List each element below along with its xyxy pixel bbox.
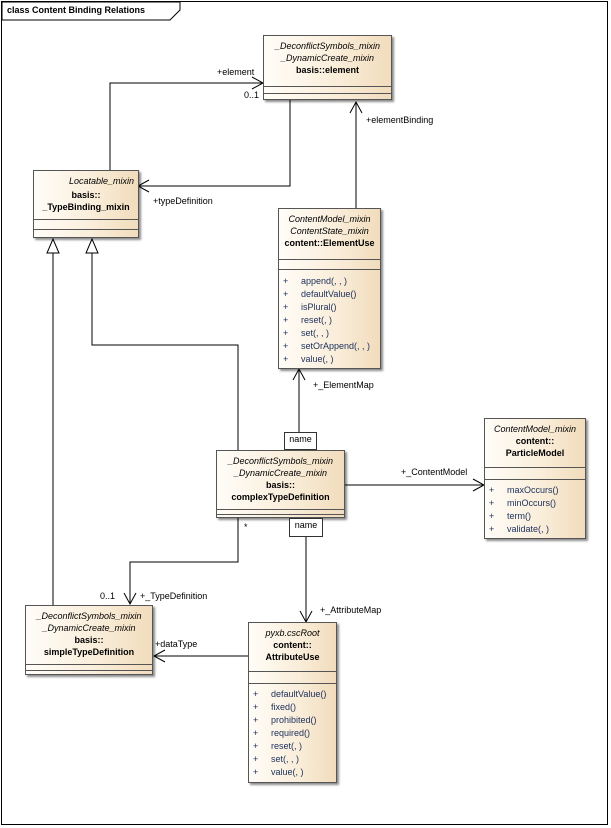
- operations-list: +append(, , ) +defaultValue() +isPlural(…: [279, 275, 380, 366]
- stereotype: _DeconflictSymbols_mixin: [36, 611, 142, 621]
- operations-list: +defaultValue() +fixed() +prohibited() +…: [249, 688, 336, 779]
- stereotype: _DynamicCreate_mixin: [42, 623, 136, 633]
- operation: +prohibited(): [253, 715, 317, 725]
- operation: +fixed(): [253, 702, 297, 712]
- operations-compartment: [249, 683, 336, 684]
- multiplicity-typedef: 0..1: [100, 591, 116, 601]
- class-name: ParticleModel: [505, 448, 565, 458]
- stereotype: ContentModel_mixin: [493, 424, 577, 434]
- attributes-compartment: [26, 664, 152, 665]
- class-element[interactable]: _DeconflictSymbols_mixin _DynamicCreate_…: [263, 35, 392, 100]
- arrowhead-elementbinding: [349, 100, 363, 114]
- multiplicity-element: 0..1: [244, 90, 260, 100]
- operation: +defaultValue(): [283, 289, 357, 299]
- operations-compartment: [34, 229, 138, 230]
- qualifier-attributemap: name: [289, 518, 323, 537]
- multiplicity-star: *: [244, 522, 248, 532]
- class-particlemodel[interactable]: ContentModel_mixin content:: ParticleMod…: [484, 418, 586, 539]
- class-name: content::ElementUse: [284, 238, 375, 248]
- frame-title: class Content Binding Relations: [7, 5, 146, 15]
- class-simpletypedefinition[interactable]: _DeconflictSymbols_mixin _DynamicCreate_…: [25, 605, 153, 675]
- qualifier-elementmap: name: [284, 432, 317, 450]
- class-name: content::: [515, 436, 555, 446]
- operation: +reset(, ): [253, 741, 303, 751]
- class-elementuse[interactable]: ContentModel_mixin ContentState_mixin co…: [278, 208, 381, 369]
- class-name: basis::element: [295, 65, 360, 75]
- operation: +required(): [253, 728, 311, 738]
- class-typebinding-mixin[interactable]: Locatable_mixin basis:: _TypeBinding_mix…: [33, 170, 139, 238]
- class-name: AttributeUse: [265, 652, 320, 662]
- class-complextypedefinition[interactable]: _DeconflictSymbols_mixin _DynamicCreate_…: [216, 450, 345, 518]
- stereotype: ContentModel_mixin: [288, 214, 371, 224]
- class-name: content::: [273, 640, 312, 650]
- class-name: simpleTypeDefinition: [43, 647, 135, 657]
- attributes-compartment: [264, 86, 391, 87]
- stereotype: pyxb.cscRoot: [265, 628, 320, 638]
- class-attributeuse[interactable]: pyxb.cscRoot content:: AttributeUse +def…: [248, 622, 337, 783]
- generalization-complextype: [91, 253, 239, 450]
- operation: +set(, , ): [253, 754, 300, 764]
- operation: +term(): [489, 511, 531, 521]
- operation: +value(, ): [253, 767, 304, 777]
- attributes-compartment: [485, 467, 585, 468]
- arrowhead-typedef: [123, 592, 137, 606]
- stereotype: _DeconflictSymbols_mixin: [227, 456, 334, 466]
- role-label-elementbinding: +elementBinding: [366, 115, 434, 125]
- stereotype: ContentState_mixin: [290, 226, 369, 236]
- assoc-element: [109, 82, 262, 170]
- assoc-typedef: [129, 518, 239, 604]
- operation: +isPlural(): [283, 302, 337, 312]
- operation: +reset(, ): [283, 315, 333, 325]
- operations-list: +maxOccurs() +minOccurs() +term() +valid…: [485, 484, 585, 536]
- attributes-compartment: [249, 671, 336, 672]
- class-name: complexTypeDefinition: [231, 492, 330, 502]
- role-label-datatype: +dataType: [155, 639, 198, 649]
- class-name: _TypeBinding_mixin: [42, 202, 130, 212]
- assoc-typedefinition: [139, 100, 291, 187]
- frame-tab: [2, 2, 181, 21]
- role-label-element: +element: [217, 67, 255, 77]
- class-name: basis::: [74, 635, 104, 645]
- operation: +set(, , ): [283, 328, 330, 338]
- operation: +minOccurs(): [489, 498, 556, 508]
- arrowhead-datatype: [152, 649, 166, 663]
- stereotype: Locatable_mixin: [68, 176, 134, 186]
- operations-compartment: [26, 670, 152, 671]
- stereotype: _DeconflictSymbols_mixin: [274, 41, 381, 51]
- operation: +value(, ): [283, 354, 334, 364]
- role-label-contentmodel: +_ContentModel: [401, 467, 468, 477]
- operation: +setOrAppend(, , ): [283, 341, 371, 351]
- generalization-triangle-complex: [85, 237, 99, 254]
- operations-compartment: [279, 269, 380, 270]
- role-label-typedef: +_TypeDefinition: [140, 591, 208, 601]
- role-label-elementmap: +_ElementMap: [313, 380, 374, 390]
- attributes-compartment: [34, 219, 138, 220]
- class-name: basis::: [265, 480, 295, 490]
- operation: +validate(, ): [489, 524, 550, 534]
- attributes-compartment: [217, 509, 344, 510]
- role-label-attributemap: +_AttributeMap: [320, 605, 382, 615]
- operations-compartment: [485, 479, 585, 480]
- operation: +defaultValue(): [253, 689, 327, 699]
- class-name: basis::: [71, 190, 101, 200]
- stereotype: _DynamicCreate_mixin: [233, 468, 328, 478]
- operations-compartment: [264, 93, 391, 94]
- arrowhead-elementmap: [292, 367, 306, 381]
- operation: +maxOccurs(): [489, 485, 559, 495]
- stereotype: _DynamicCreate_mixin: [280, 53, 375, 63]
- role-label-typedefinition: +typeDefinition: [153, 196, 213, 206]
- operations-compartment: [217, 514, 344, 515]
- generalization-triangle-simple: [46, 237, 60, 254]
- attributes-compartment: [279, 259, 380, 260]
- operation: +append(, , ): [283, 276, 348, 286]
